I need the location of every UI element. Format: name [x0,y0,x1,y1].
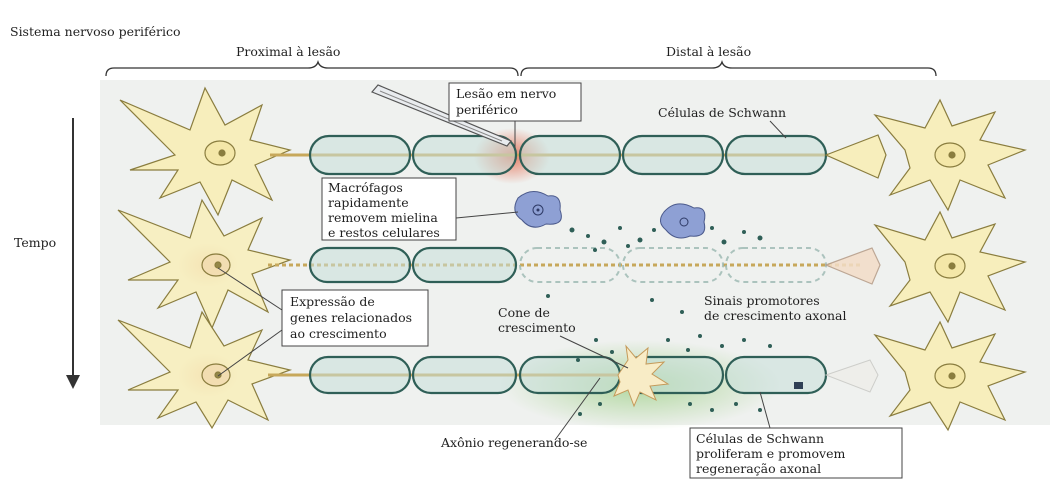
myelin-row-1 [310,136,826,174]
svg-text:e restos celulares: e restos celulares [328,225,440,240]
svg-text:genes relacionados: genes relacionados [290,310,412,325]
distal-brace [521,62,936,76]
figure-title: Sistema nervoso periférico [10,24,181,39]
svg-text:ao crescimento: ao crescimento [290,326,387,341]
svg-text:proliferam e promovem: proliferam e promovem [696,446,845,461]
svg-text:Cone de: Cone de [498,305,550,320]
distal-label: Distal à lesão [666,44,751,59]
schwann-division [794,382,803,389]
svg-text:crescimento: crescimento [498,320,576,335]
svg-text:Macrófagos: Macrófagos [328,180,403,195]
svg-text:Células de Schwann: Células de Schwann [696,431,824,446]
proximal-label: Proximal à lesão [236,44,340,59]
svg-text:regeneração axonal: regeneração axonal [696,461,821,476]
myelin-row-3 [310,357,826,393]
svg-text:Sinais promotores: Sinais promotores [704,293,820,308]
svg-text:Lesão em nervo: Lesão em nervo [456,86,556,101]
time-label: Tempo [14,235,56,250]
svg-text:rapidamente: rapidamente [328,195,409,210]
svg-text:Células de Schwann: Células de Schwann [658,105,786,120]
svg-text:Axônio regenerando-se: Axônio regenerando-se [440,435,587,450]
proximal-brace [106,62,518,76]
svg-text:de crescimento axonal: de crescimento axonal [704,308,847,323]
svg-text:removem mielina: removem mielina [328,210,438,225]
svg-text:Expressão de: Expressão de [290,294,375,309]
svg-text:periférico: periférico [456,102,518,117]
